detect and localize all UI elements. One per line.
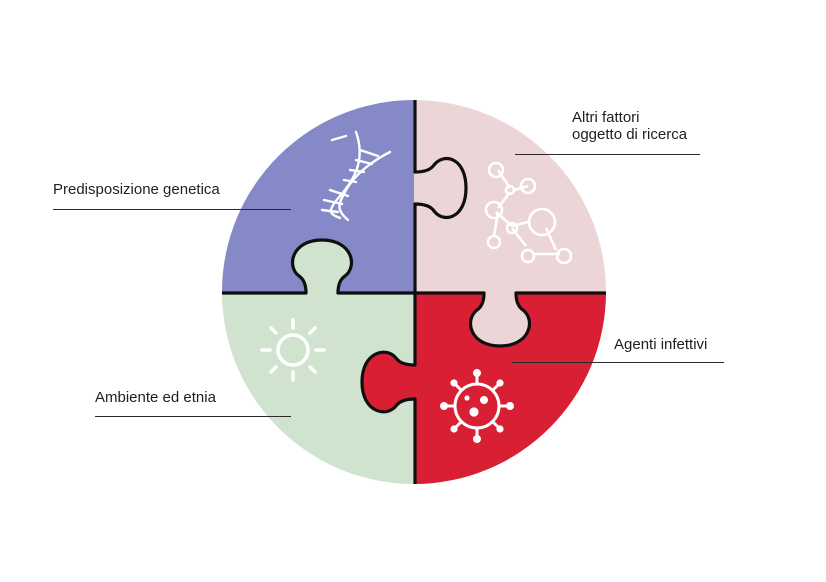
divider-left: [222, 238, 417, 295]
leader-line-genetic: [53, 209, 291, 210]
leader-line-environment: [95, 416, 291, 417]
divider-right: [413, 291, 606, 348]
dna-icon: [320, 130, 392, 222]
research-knob: [416, 158, 466, 218]
infective-knob: [362, 352, 414, 412]
label-infective-agents: Agenti infettivi: [614, 336, 708, 353]
label-genetic-predisposition: Predisposizione genetica: [53, 181, 220, 198]
research-knob-lower: [470, 292, 530, 346]
virus-icon: [440, 369, 514, 443]
sun-icon: [260, 318, 326, 382]
molecule-icon: [484, 161, 573, 265]
environment-knob: [292, 240, 352, 294]
divider-bottom: [360, 291, 417, 484]
label-other-research-factors: Altri fattori oggetto di ricerca: [572, 109, 688, 143]
leader-line-research: [515, 154, 700, 155]
label-environment-ethnicity: Ambiente ed etnia: [95, 389, 216, 406]
leader-line-infective: [512, 362, 724, 363]
divider-top: [413, 100, 468, 295]
